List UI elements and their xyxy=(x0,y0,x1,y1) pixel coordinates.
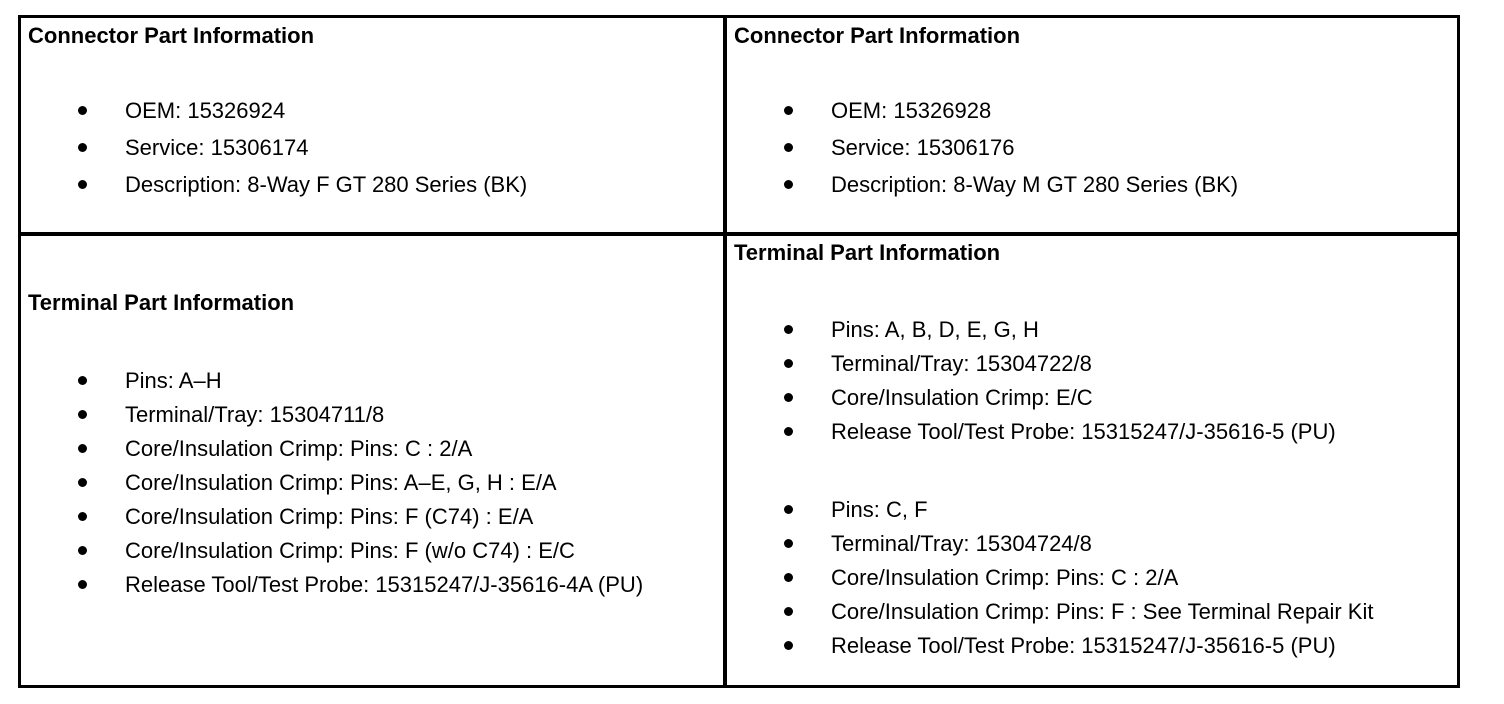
bullet-item: Core/Insulation Crimp: Pins: A–E, G, H :… xyxy=(21,466,723,500)
bullet-item: Terminal/Tray: 15304711/8 xyxy=(21,398,723,432)
cell-title: Terminal Part Information xyxy=(734,240,1001,265)
bullet-item: Service: 15306176 xyxy=(727,129,1457,166)
bullet-item: Release Tool/Test Probe: 15315247/J-3561… xyxy=(727,415,1457,449)
bullet-item: OEM: 15326924 xyxy=(21,92,723,129)
cell-title: Connector Part Information xyxy=(28,23,315,48)
part-information-table: Connector Part Information OEM: 15326924… xyxy=(18,15,1460,688)
bullet-item: Core/Insulation Crimp: Pins: F : See Ter… xyxy=(727,595,1457,629)
bullet-item: Core/Insulation Crimp: E/C xyxy=(727,381,1457,415)
bullet-item: Core/Insulation Crimp: Pins: C : 2/A xyxy=(21,432,723,466)
connector-part-info-female-cell: Connector Part Information OEM: 15326924… xyxy=(21,18,727,236)
bullet-item: Pins: A–H xyxy=(21,364,723,398)
cell-title: Connector Part Information xyxy=(734,23,1021,48)
bullet-item: Release Tool/Test Probe: 15315247/J-3561… xyxy=(727,629,1457,663)
bullet-item: Pins: C, F xyxy=(727,493,1457,527)
terminal-part-info-male-cell: Terminal Part Information Pins: A, B, D,… xyxy=(727,236,1457,685)
bullet-item: Description: 8-Way F GT 280 Series (BK) xyxy=(21,166,723,203)
bullet-item: Core/Insulation Crimp: Pins: C : 2/A xyxy=(727,561,1457,595)
bullet-item: Release Tool/Test Probe: 15315247/J-3561… xyxy=(21,568,723,602)
bullet-item: Pins: A, B, D, E, G, H xyxy=(727,313,1457,347)
connector-part-info-male-cell: Connector Part Information OEM: 15326928… xyxy=(727,18,1457,236)
bullet-item: OEM: 15326928 xyxy=(727,92,1457,129)
bullet-item: Terminal/Tray: 15304722/8 xyxy=(727,347,1457,381)
bullet-item: Service: 15306174 xyxy=(21,129,723,166)
bullet-item: Description: 8-Way M GT 280 Series (BK) xyxy=(727,166,1457,203)
bullet-item: Core/Insulation Crimp: Pins: F (w/o C74)… xyxy=(21,534,723,568)
bullet-item: Core/Insulation Crimp: Pins: F (C74) : E… xyxy=(21,500,723,534)
cell-title: Terminal Part Information xyxy=(28,290,295,315)
bullet-item: Terminal/Tray: 15304724/8 xyxy=(727,527,1457,561)
